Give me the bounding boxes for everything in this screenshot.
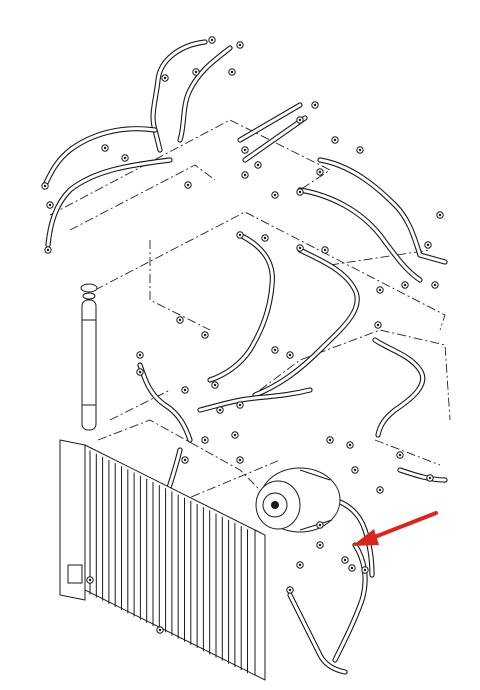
fitting-center	[350, 566, 354, 570]
fitting-center	[273, 193, 277, 197]
fitting-center	[183, 388, 187, 392]
fitting-center	[343, 558, 347, 562]
compressor	[255, 467, 341, 533]
red-arrow-icon	[352, 511, 438, 546]
fitting-center	[183, 458, 187, 462]
fitting-center	[313, 103, 317, 107]
fitting-center	[403, 283, 407, 287]
fitting-center	[48, 203, 52, 207]
fitting-center	[243, 173, 247, 177]
fitting-center	[323, 248, 327, 252]
fitting-center	[138, 353, 142, 357]
fitting-center	[256, 163, 260, 167]
fitting-center	[298, 118, 302, 122]
fitting-center	[353, 468, 357, 472]
fitting-center	[203, 438, 207, 442]
fitting-center	[138, 370, 142, 374]
fitting-center	[263, 236, 267, 240]
fitting-center	[273, 348, 277, 352]
fitting-center	[378, 488, 382, 492]
fitting-center	[213, 383, 217, 387]
fittings	[41, 36, 444, 634]
fitting-center	[438, 213, 442, 217]
fitting-center	[210, 38, 214, 42]
fitting-center	[378, 288, 382, 292]
fitting-center	[328, 438, 332, 442]
fitting-center	[238, 233, 242, 237]
receiver-drier	[80, 283, 98, 431]
fitting-center	[238, 43, 242, 47]
fitting-center	[178, 318, 182, 322]
fitting-center	[426, 243, 430, 247]
fitting-center	[363, 568, 367, 572]
fitting-center	[298, 563, 302, 567]
fitting-center	[233, 433, 237, 437]
fitting-center	[298, 190, 302, 194]
fitting-center	[230, 70, 234, 74]
fitting-center	[288, 588, 292, 592]
fitting-center	[218, 408, 222, 412]
fitting-center	[238, 458, 242, 462]
fitting-center	[358, 148, 362, 152]
fitting-center	[43, 184, 47, 188]
fitting-center	[333, 138, 337, 142]
fitting-center	[163, 76, 167, 80]
fitting-center	[318, 170, 322, 174]
fitting-center	[123, 156, 127, 160]
assembly-guide-lines	[49, 119, 451, 511]
fitting-center	[203, 333, 207, 337]
fitting-center	[46, 248, 50, 252]
fitting-center	[298, 246, 302, 250]
fitting-center	[88, 578, 92, 582]
fitting-center	[194, 70, 198, 74]
fitting-center	[288, 353, 292, 357]
condenser-fins	[89, 450, 248, 674]
fitting-center	[238, 403, 242, 407]
fitting-center	[376, 323, 380, 327]
fitting-center	[398, 453, 402, 457]
condenser	[59, 439, 266, 681]
fitting-center	[348, 443, 352, 447]
fitting-center	[433, 283, 437, 287]
fitting-center	[103, 146, 107, 150]
fitting-center	[318, 523, 322, 527]
fitting-center	[243, 148, 247, 152]
fitting-center	[158, 628, 162, 632]
fitting-center	[186, 183, 190, 187]
fitting-center	[428, 476, 432, 480]
fitting-center	[318, 543, 322, 547]
